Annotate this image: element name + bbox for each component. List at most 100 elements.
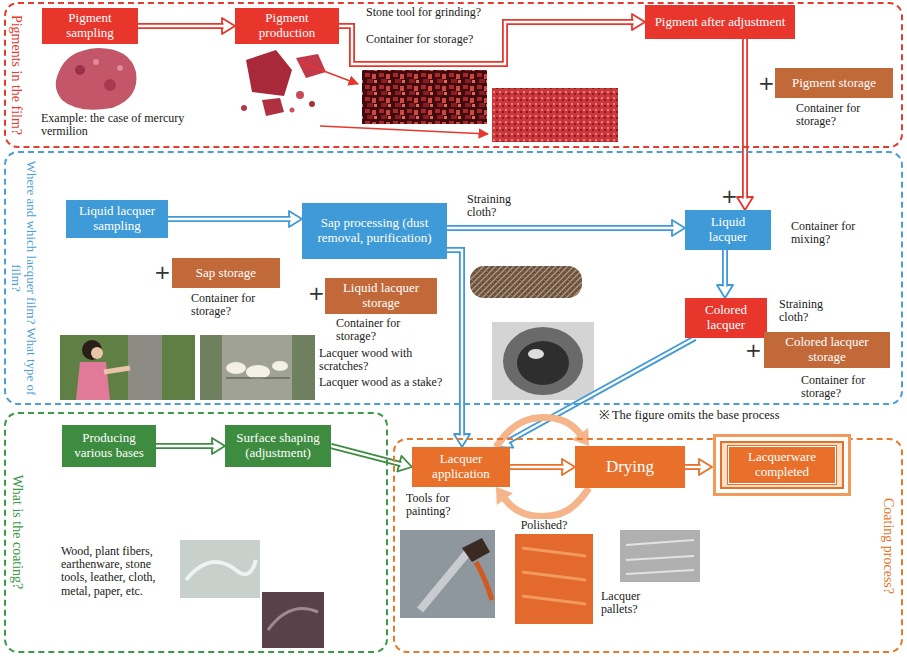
annotation-note: Container for storage? <box>365 33 497 46</box>
photo-ground <box>60 335 195 400</box>
pigment-grain <box>309 101 315 107</box>
box-label: Pigment after adjustment <box>655 15 786 30</box>
box-label: Colored lacquer storage <box>770 335 884 365</box>
pigment-grain <box>290 108 295 113</box>
annotation-note: Lacquer wood as a stake? <box>318 376 455 389</box>
flow-arrow <box>496 487 589 516</box>
photo-ground <box>400 530 495 618</box>
annotation-note: Container for storage? <box>795 102 897 128</box>
container-rim <box>503 327 583 395</box>
annotation-note: Lacquer wood with scratches? <box>318 347 448 373</box>
arrow-core <box>156 445 216 447</box>
box-label: Liquid lacquer storage <box>331 281 431 311</box>
group-title: Pigments in the film? <box>8 6 24 144</box>
annotation-note: Tools for painting? <box>405 492 487 518</box>
group-title: What is the coating? <box>9 418 25 646</box>
flow-arrow <box>510 459 575 475</box>
photo-ground <box>262 592 324 648</box>
pigment-production-photo <box>241 50 326 116</box>
person-arm <box>104 368 130 372</box>
flow-arrow <box>339 14 645 64</box>
arrow-core <box>744 39 746 201</box>
arrow-core <box>447 227 676 229</box>
sap-drop <box>272 361 288 371</box>
group-title: Coating process? <box>880 444 896 648</box>
edge-label: Polished? <box>512 519 576 532</box>
scratched-bark-photo <box>200 335 315 400</box>
group-title: Where and which lacquer film? What type … <box>8 156 38 400</box>
process-box: Colored lacquer storage <box>764 332 890 368</box>
annotation-note: ※ The figure omits the base process <box>598 409 800 423</box>
pointer-line <box>320 126 488 134</box>
arrow-outline <box>447 250 462 436</box>
flow-arrow <box>447 220 685 236</box>
box-label: Lacquer application <box>418 452 504 482</box>
arrow-core <box>168 218 293 220</box>
bark-scratch <box>226 377 290 379</box>
rock-spot <box>75 65 85 75</box>
dried-film-photo <box>620 530 700 582</box>
surface-shine <box>268 609 318 630</box>
container-shine <box>528 349 544 359</box>
box-label: Pigment storage <box>792 76 876 91</box>
arrow-head <box>496 487 513 505</box>
process-box: Lacquer application <box>412 447 510 487</box>
flow-arrow <box>717 250 733 298</box>
rock-spot <box>93 59 99 65</box>
pigment-grain <box>241 105 247 111</box>
flow-arrow <box>138 18 235 34</box>
annotation-note: Stone tool for grinding? <box>365 6 497 19</box>
flow-arrow <box>168 211 302 227</box>
process-box: Pigment after adjustment <box>645 5 795 39</box>
photo-ground <box>620 530 700 582</box>
brush-photo <box>400 530 495 618</box>
plus-sign: + <box>153 262 169 282</box>
pigment-grain <box>296 91 304 99</box>
plus-sign: + <box>757 73 773 93</box>
process-box: Sap processing (dust removal, purificati… <box>302 203 447 259</box>
process-box: Pigment production <box>235 8 339 44</box>
dashed-group-region: Lacquer applicationDryingLacquerware com… <box>393 438 903 653</box>
ground-granules-photo <box>362 70 487 124</box>
flow-arrow <box>685 459 712 475</box>
cycle-arc <box>501 488 589 516</box>
person-face <box>91 347 103 359</box>
annotation-note: Straining cloth? <box>778 298 855 324</box>
plus-sign: + <box>720 186 736 206</box>
annotation-note: Straining cloth? <box>466 193 540 219</box>
box-label: Drying <box>606 457 654 477</box>
annotation-note: Container for storage? <box>190 292 292 318</box>
process-box: Sap storage <box>172 258 280 288</box>
lacquer-pallet-photo <box>515 534 593 624</box>
photo-ground <box>492 322 594 400</box>
process-box: Surface shaping (adjustment) <box>225 425 331 467</box>
straining-cloth-photo <box>470 266 582 298</box>
container-photo <box>492 322 594 400</box>
process-box: Pigment sampling <box>42 8 138 44</box>
arrow-core <box>138 25 226 27</box>
box-label: Liquid lacquer <box>691 215 765 245</box>
arrow-core <box>506 338 695 442</box>
person-body <box>76 362 110 400</box>
vermilion-rock-photo <box>56 48 137 110</box>
tapping-lacquer-photo <box>60 335 195 400</box>
pallet-streak <box>522 548 586 604</box>
dashed-group-region: Liquid lacquer samplingSap storage Sap pr… <box>4 151 903 405</box>
process-box: Liquid lacquer sampling <box>66 200 168 238</box>
process-box: Pigment storage <box>775 68 893 98</box>
person-hair <box>82 340 102 360</box>
cycle-arc <box>496 418 584 447</box>
box-label: Pigment production <box>241 11 333 41</box>
photo-ground <box>200 335 315 400</box>
pallet-board <box>515 534 593 624</box>
pointer-arrows <box>300 62 488 134</box>
arrow-core <box>447 250 462 438</box>
box-label: Producing various bases <box>68 431 150 461</box>
photo-ground <box>180 540 260 598</box>
arrow-head <box>572 428 589 446</box>
rock-shape <box>56 48 137 110</box>
film-shine <box>626 540 694 574</box>
process-box: Liquid lacquer <box>685 210 771 250</box>
base-photo <box>180 540 260 598</box>
annotation-note: Container for storage? <box>800 374 897 400</box>
